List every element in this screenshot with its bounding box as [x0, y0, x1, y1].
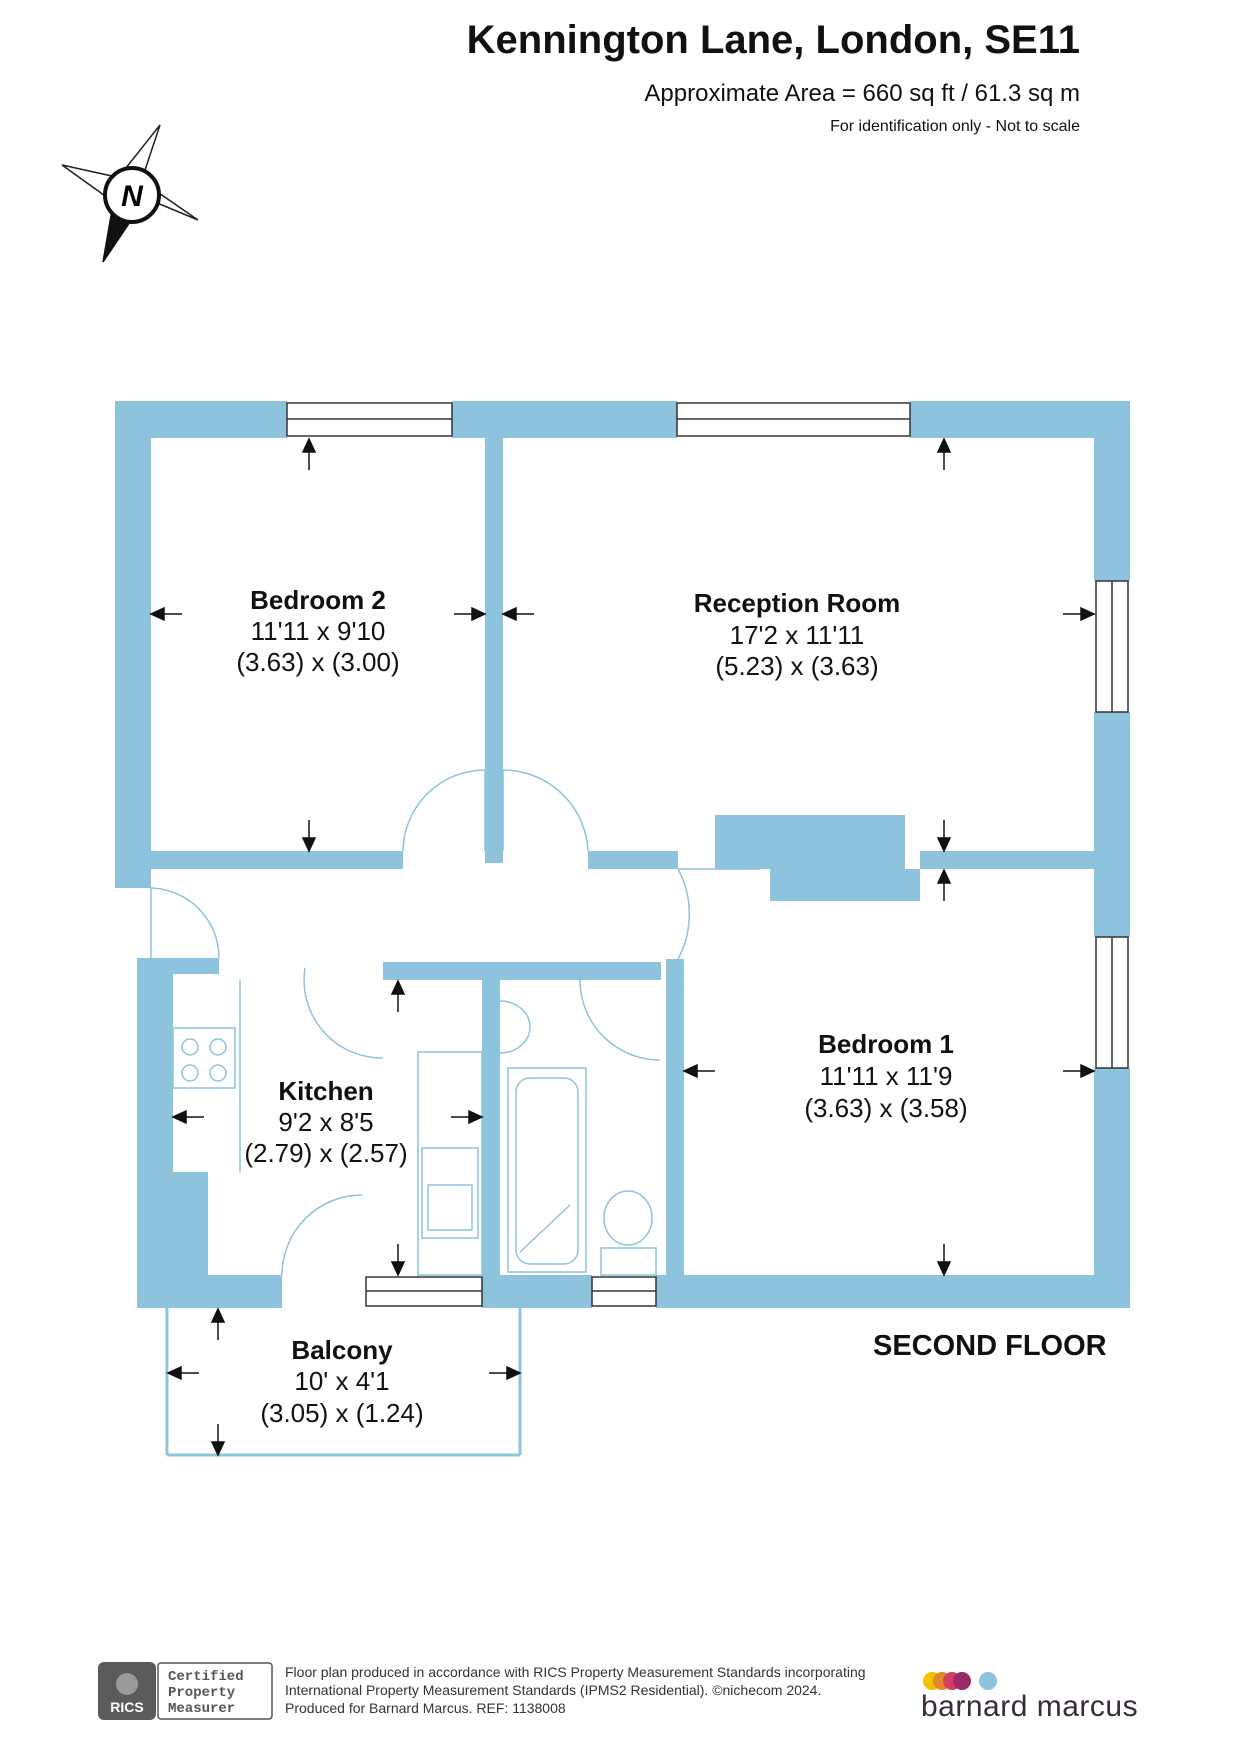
compass-icon: N	[61, 124, 199, 263]
identification-note: For identification only - Not to scale	[830, 118, 1080, 135]
room-imperial-kitchen: 9'2 x 8'5	[278, 1107, 373, 1137]
windows	[286, 402, 1129, 1307]
brand-dots-icon	[923, 1672, 997, 1690]
rics-mark: RICS	[110, 1699, 143, 1715]
footer-statement: Floor plan produced in accordance with R…	[285, 1663, 866, 1717]
room-imperial-reception: 17'2 x 11'11	[730, 620, 865, 650]
approximate-area: Approximate Area = 660 sq ft / 61.3 sq m	[644, 80, 1080, 107]
floor-label: SECOND FLOOR	[873, 1330, 1107, 1362]
walls	[115, 401, 1130, 1308]
door-leaves	[150, 770, 760, 958]
room-metric-bedroom-1: (3.63) x (3.58)	[804, 1093, 967, 1123]
footer-line-2: International Property Measurement Stand…	[285, 1682, 822, 1698]
kitchen-fittings	[172, 980, 483, 1276]
dimension-arrows	[149, 437, 1096, 1457]
room-name-bedroom-1: Bedroom 1	[818, 1029, 954, 1059]
room-imperial-bedroom-1: 11'11 x 11'9	[820, 1061, 953, 1091]
rics-line-1: Certified	[168, 1669, 244, 1685]
door-swings	[150, 769, 691, 1276]
room-imperial-balcony: 10' x 4'1	[294, 1366, 389, 1396]
room-metric-balcony: (3.05) x (1.24)	[260, 1398, 423, 1428]
footer-line-3: Produced for Barnard Marcus. REF: 113800…	[285, 1700, 566, 1716]
room-name-bedroom-2: Bedroom 2	[250, 585, 386, 615]
room-name-reception: Reception Room	[694, 588, 901, 618]
compass-label: N	[121, 180, 144, 213]
room-name-balcony: Balcony	[291, 1335, 393, 1365]
room-labels: Bedroom 2 11'11 x 9'10 (3.63) x (3.00) R…	[236, 585, 967, 1428]
room-name-kitchen: Kitchen	[278, 1076, 373, 1106]
rics-certified-logo: RICS Certified Property Measurer	[98, 1662, 273, 1720]
brand-name: barnard marcus	[921, 1690, 1139, 1723]
room-metric-bedroom-2: (3.63) x (3.00)	[236, 647, 399, 677]
property-title: Kennington Lane, London, SE11	[466, 18, 1080, 62]
footer-line-1: Floor plan produced in accordance with R…	[285, 1664, 866, 1680]
balcony-outline	[165, 1308, 522, 1457]
room-imperial-bedroom-2: 11'11 x 9'10	[251, 616, 386, 646]
room-metric-kitchen: (2.79) x (2.57)	[244, 1138, 407, 1168]
rics-line-2: Property	[168, 1685, 236, 1701]
bathroom-fittings	[499, 1000, 657, 1276]
room-metric-reception: (5.23) x (3.63)	[715, 651, 878, 681]
rics-line-3: Measurer	[168, 1701, 235, 1717]
